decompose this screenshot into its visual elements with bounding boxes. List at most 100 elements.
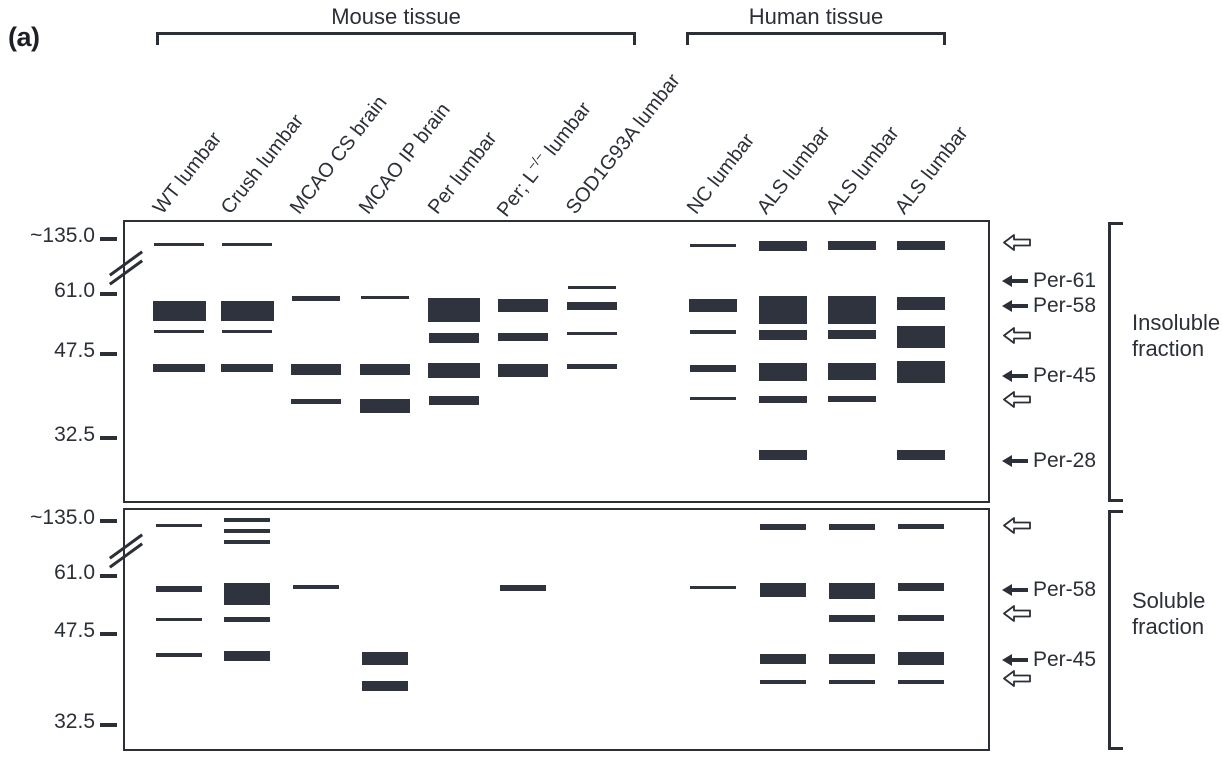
blot-band [897, 450, 945, 460]
blot-band [829, 680, 875, 684]
band-annotation-marker [1002, 391, 1032, 408]
blot-band [291, 399, 341, 404]
blot-band [898, 583, 944, 591]
blot-band [498, 364, 548, 377]
group-title-human: Human tissue [748, 4, 884, 29]
panel-letter: (a) [8, 22, 40, 52]
axis-label-soluble-0: ~135.0 [30, 506, 95, 529]
blot-band [292, 296, 340, 301]
left-arrow-solid-icon [1002, 369, 1028, 383]
left-arrow-outline-icon [1002, 391, 1032, 408]
lane-label-7: SOD1G93A lumbar [561, 69, 685, 219]
left-arrow-outline-icon [1002, 670, 1032, 687]
blot-band [429, 333, 479, 343]
blot-band [759, 450, 807, 460]
blot-band [360, 399, 410, 413]
band-annotation-marker [1002, 234, 1032, 251]
axis-tick-insoluble-3 [100, 436, 117, 440]
blot-band [828, 241, 876, 250]
blot-band [897, 241, 945, 250]
blot-band [224, 583, 270, 605]
blot-band [897, 297, 945, 310]
blot-band [828, 396, 876, 402]
blot-band [291, 364, 341, 375]
band-annotation-label: Per-58 [1033, 294, 1097, 317]
blot-band [220, 301, 274, 321]
band-annotation-per-45: Per-45 [1002, 648, 1096, 672]
blot-band [898, 615, 944, 621]
band-annotation-marker [1002, 517, 1032, 534]
blot-band [222, 243, 272, 246]
band-annotation-label: Per-45 [1033, 364, 1097, 387]
left-arrow-outline-icon [1002, 605, 1032, 622]
blot-band [898, 680, 944, 684]
blot-band [829, 524, 875, 530]
axis-tick-insoluble-2 [100, 352, 117, 356]
axis-label-soluble-1: 61.0 [54, 561, 95, 584]
blot-band [690, 244, 736, 247]
band-annotation-label: Per-45 [1033, 648, 1097, 671]
blot-band [690, 586, 736, 589]
left-arrow-outline-icon [1002, 234, 1032, 251]
lane-label-8: NC lumbar [682, 129, 760, 219]
blot-band [760, 583, 806, 597]
blot-band [568, 286, 616, 289]
gel-panel-insoluble [123, 220, 990, 503]
blot-band [760, 524, 806, 530]
blot-band [498, 299, 548, 312]
left-arrow-solid-icon [1002, 583, 1028, 597]
band-annotation-per-28: Per-28 [1002, 449, 1096, 473]
axis-tick-soluble-2 [100, 632, 117, 636]
band-annotation-marker [1002, 327, 1032, 344]
blot-band [897, 326, 945, 348]
band-annotation-per-61: Per-61 [1002, 269, 1096, 293]
axis-label-insoluble-3: 32.5 [54, 423, 95, 446]
group-title-mouse: Mouse tissue [331, 4, 461, 29]
blot-band [898, 524, 944, 529]
left-arrow-outline-icon [1002, 327, 1032, 344]
blot-band [153, 364, 205, 372]
band-annotation-per-58: Per-58 [1002, 578, 1096, 602]
fraction-title-insoluble: Insoluble fraction [1132, 310, 1220, 362]
blot-band [361, 296, 409, 299]
blot-band [759, 241, 807, 251]
blot-band [362, 681, 408, 691]
blot-band [567, 364, 617, 369]
axis-tick-soluble-1 [100, 574, 117, 578]
blot-band [897, 361, 945, 383]
blot-band [759, 363, 807, 381]
blot-band [759, 296, 807, 324]
blot-band [760, 654, 806, 664]
axis-label-insoluble-1: 61.0 [54, 279, 95, 302]
blot-band [224, 529, 270, 533]
blot-band [293, 585, 339, 589]
gel-panel-soluble [123, 508, 990, 751]
band-annotation-label: Per-28 [1033, 449, 1097, 472]
axis-label-insoluble-2: 47.5 [54, 339, 95, 362]
blot-band [152, 301, 206, 321]
fraction-title-line-2: fraction [1132, 335, 1205, 361]
axis-tick-insoluble-1 [100, 292, 117, 296]
blot-band [829, 654, 875, 664]
left-arrow-outline-icon [1002, 517, 1032, 534]
blot-band [828, 296, 876, 324]
blot-band [759, 330, 807, 340]
blot-band [156, 618, 202, 621]
blot-band [222, 330, 272, 333]
blot-band [156, 586, 202, 592]
blot-band [498, 333, 548, 341]
blot-band [362, 652, 408, 665]
band-annotation-per-58: Per-58 [1002, 294, 1096, 318]
blot-band [428, 298, 480, 322]
fraction-title-line-2: fraction [1132, 613, 1205, 639]
blot-band [690, 330, 736, 334]
left-arrow-solid-icon [1002, 299, 1028, 313]
blot-band [829, 583, 875, 599]
blot-band [828, 330, 876, 339]
blot-band [154, 243, 204, 246]
band-annotation-marker [1002, 670, 1032, 687]
blot-band [360, 364, 410, 375]
blot-band [224, 518, 270, 522]
band-annotation-label: Per-61 [1033, 269, 1097, 292]
